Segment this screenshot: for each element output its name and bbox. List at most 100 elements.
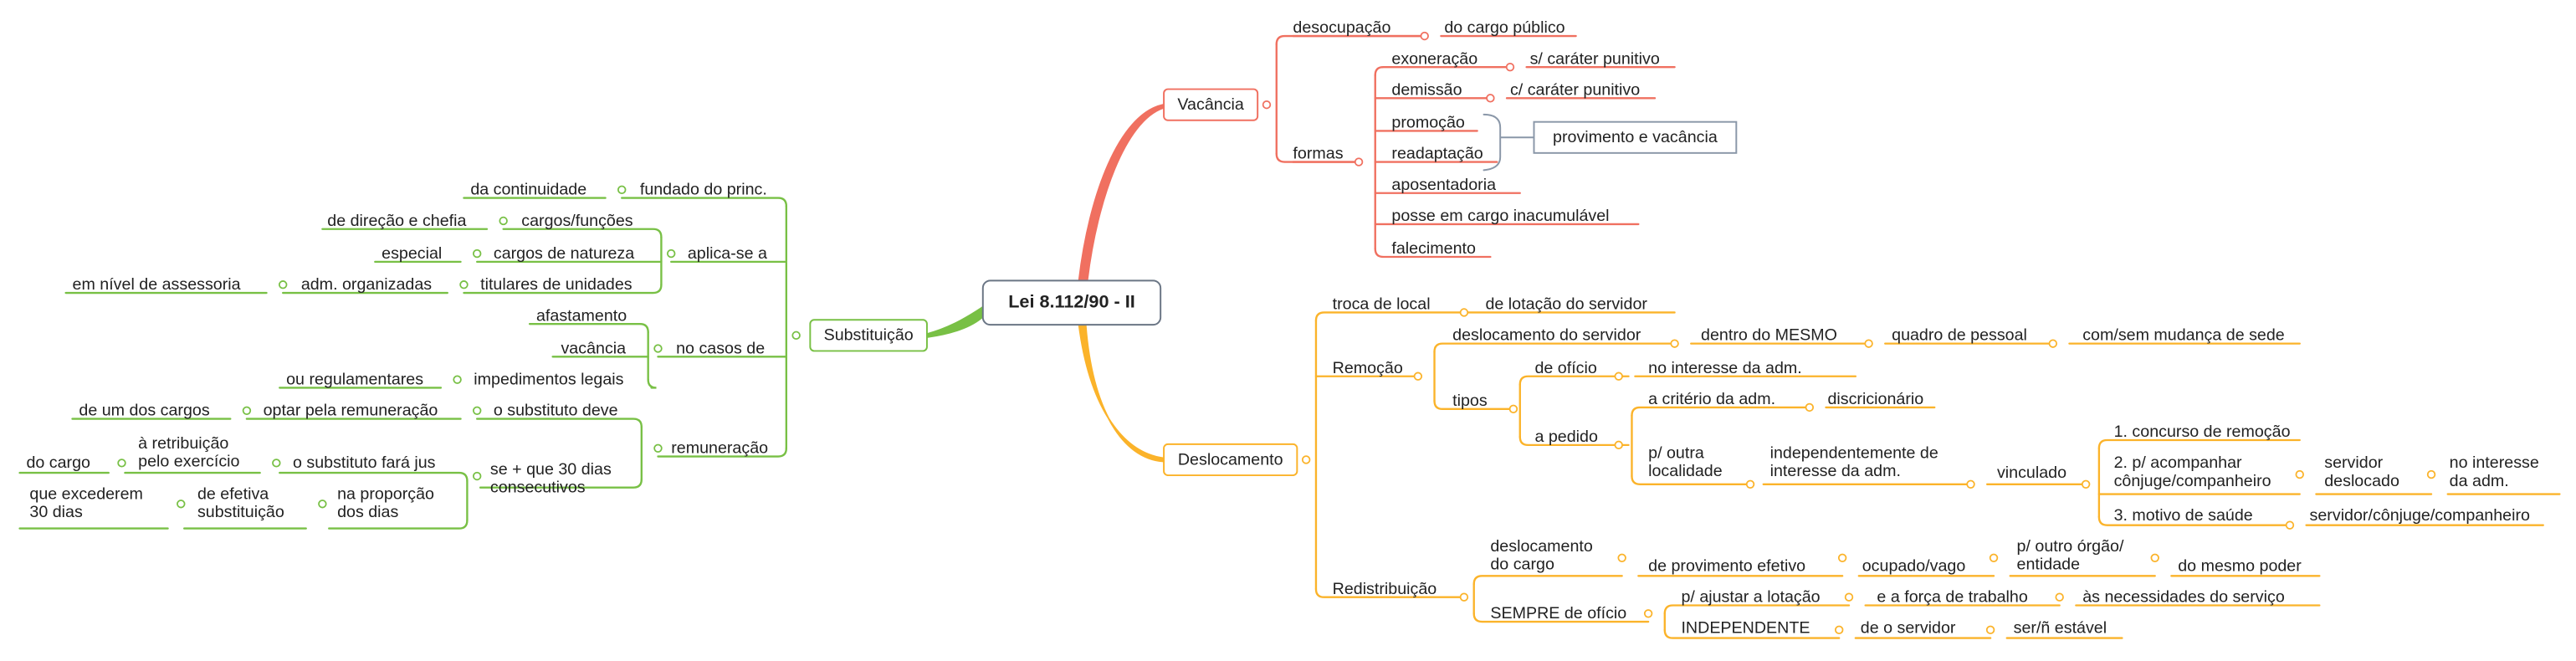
node-motivo-saude[interactable]: 3. motivo de saúde [2113,507,2253,525]
node-demissao[interactable]: demissão [1391,81,1462,100]
node-de-provimento-efetivo[interactable]: de provimento efetivo [1648,557,1806,576]
connector-112 [528,322,649,334]
node-cargos-de-natureza[interactable]: cargos de natureza [493,245,635,264]
node-ocupado-vago[interactable]: ocupado/vago [1862,557,1966,576]
root-topic[interactable]: Lei 8.112/90 - II [981,279,1162,326]
collapse-dot-52 [1966,479,1975,489]
node-de-oficio[interactable]: de ofício [1534,360,1597,378]
node-outro-orgao[interactable]: p/ outro órgão/ entidade [2016,538,2124,575]
node-deslocamento-do-servidor[interactable]: deslocamento do servidor [1452,327,1641,346]
node-mais-30-dias[interactable]: se + que 30 dias consecutivos [489,461,612,498]
node-impedimentos-legais[interactable]: impedimentos legais [474,371,624,390]
node-ajustar-lotacao[interactable]: p/ ajustar a lotação [1681,588,1821,607]
node-sempre-de-oficio[interactable]: SEMPRE de ofício [1490,605,1627,624]
collapse-dot-48 [1805,402,1815,412]
collapse-dot-110 [653,344,663,353]
node-falecimento[interactable]: falecimento [1391,240,1476,259]
node-promocao[interactable]: promoção [1391,114,1465,133]
node-desocupacao[interactable]: desocupação [1293,19,1391,38]
node-remocao[interactable]: Remoção [1332,360,1403,378]
node-de-um-dos-cargos[interactable]: de um dos cargos [79,402,210,421]
node-no-interesse-adm-2[interactable]: no interesse da adm. [2449,454,2539,491]
collapse-dot-117 [653,443,663,453]
collapse-dot-32 [1670,339,1679,348]
topic-deslocamento[interactable]: Deslocamento [1163,443,1298,477]
node-redistribuicao[interactable]: Redistribuição [1332,581,1437,599]
node-vinculado[interactable]: vinculado [1996,464,2067,483]
connector-80 [1663,628,1841,639]
collapse-dot-104 [472,249,482,259]
node-ser-estavel[interactable]: ser/ñ estável [2013,620,2107,638]
node-independentemente[interactable]: independentemente de interesse da adm. [1769,444,1938,481]
node-readaptacao[interactable]: readaptação [1391,146,1483,164]
node-de-efetiva-substituicao[interactable]: de efetiva substituição [197,485,284,522]
node-de-o-servidor[interactable]: de o servidor [1860,620,1956,638]
node-do-cargo[interactable]: do cargo [26,454,90,474]
node-independente[interactable]: INDEPENDENTE [1681,620,1810,638]
summary-provimento-vacancia[interactable]: provimento e vacância [1533,120,1738,154]
node-posse-inacumulavel[interactable]: posse em cargo inacumulável [1391,208,1610,226]
node-do-cargo-publico[interactable]: do cargo público [1444,19,1565,38]
node-que-excederem[interactable]: que excederem 30 dias [29,485,143,522]
node-a-criterio[interactable]: a critério da adm. [1648,391,1776,409]
node-sem-carater-punitivo[interactable]: s/ caráter punitivo [1529,50,1660,69]
connector-127 [279,471,469,483]
node-aplica-se-a[interactable]: aplica-se a [687,245,767,264]
node-ou-regulamentares[interactable]: ou regulamentares [286,371,424,390]
node-fara-jus[interactable]: o substituto fará jus [292,454,436,474]
node-tipos[interactable]: tipos [1452,392,1488,411]
node-nos-casos-de[interactable]: no casos de [676,340,766,359]
connector-99 [502,228,663,238]
connector-10 [1374,65,1512,77]
node-titulares-unidades[interactable]: titulares de unidades [480,276,632,295]
collapse-dot-85 [1835,625,1844,635]
node-de-lotacao[interactable]: de lotação do servidor [1485,295,1647,315]
node-necessidades-servico[interactable]: às necessidades do serviço [2082,588,2285,607]
connector-21 [1483,113,1534,172]
connector-56 [2097,438,2301,449]
node-direcao-chefia[interactable]: de direção e chefia [327,213,467,231]
node-a-pedido[interactable]: a pedido [1534,428,1598,447]
node-exoneracao[interactable]: exoneração [1391,50,1478,69]
collapse-dot-17 [1505,62,1515,72]
collapse-dot-81 [1844,592,1854,602]
node-da-continuidade[interactable]: da continuidade [470,182,587,200]
node-adm-organizadas[interactable]: adm. organizadas [300,276,433,295]
collapse-dot-129 [272,459,281,468]
node-retribuicao[interactable]: à retribuição pelo exercício [138,435,240,472]
collapse-dot-95 [617,185,627,195]
collapse-dot-123 [242,406,252,415]
connector-root-substituicao [926,305,983,338]
node-substituto-deve[interactable]: o substituto deve [493,402,618,421]
node-aposentadoria[interactable]: aposentadoria [1391,177,1497,195]
node-outra-localidade[interactable]: p/ outra localidade [1648,444,1723,481]
node-quadro-de-pessoal[interactable]: quadro de pessoal [1892,327,2027,346]
node-deslocamento-do-cargo[interactable]: deslocamento do cargo [1490,538,1593,575]
node-dentro-do-mesmo[interactable]: dentro do MESMO [1701,327,1837,346]
node-com-sem-mudanca[interactable]: com/sem mudança de sede [2082,327,2285,346]
node-acompanhar-conjuge[interactable]: 2. p/ acompanhar cônjuge/companheiro [2113,454,2271,491]
node-forca-de-trabalho[interactable]: e a força de trabalho [1877,588,2028,607]
node-concurso-remocao[interactable]: 1. concurso de remoção [2113,423,2291,442]
node-discricionario[interactable]: discricionário [1827,391,1924,409]
collapse-dot-50 [1745,479,1755,489]
node-formas[interactable]: formas [1293,146,1344,164]
topic-vacancia[interactable]: Vacância [1163,88,1259,121]
node-fundado-do-princ[interactable]: fundado do princ. [639,182,767,200]
node-vacancia-sub[interactable]: vacância [561,340,627,359]
node-troca-de-local[interactable]: troca de local [1332,295,1431,315]
node-remuneracao[interactable]: remuneração [671,440,769,459]
node-afastamento[interactable]: afastamento [535,307,627,326]
node-cargos-funcoes[interactable]: cargos/funções [521,213,633,231]
node-em-nivel-assessoria[interactable]: em nível de assessoria [72,276,241,295]
node-na-proporcao[interactable]: na proporção dos dias [337,485,434,522]
topic-substituicao[interactable]: Substituição [809,319,928,352]
node-com-carater-punitivo[interactable]: c/ caráter punitivo [1509,81,1641,100]
node-optar-remuneracao[interactable]: optar pela remuneração [263,402,438,421]
node-especial[interactable]: especial [382,245,443,264]
node-servidor-conjuge[interactable]: servidor/cônjuge/companheiro [2309,507,2530,525]
node-do-mesmo-poder[interactable]: do mesmo poder [2178,557,2302,576]
node-no-interesse-da-adm[interactable]: no interesse da adm. [1648,360,1802,378]
node-servidor-deslocado[interactable]: servidor deslocado [2324,454,2399,491]
